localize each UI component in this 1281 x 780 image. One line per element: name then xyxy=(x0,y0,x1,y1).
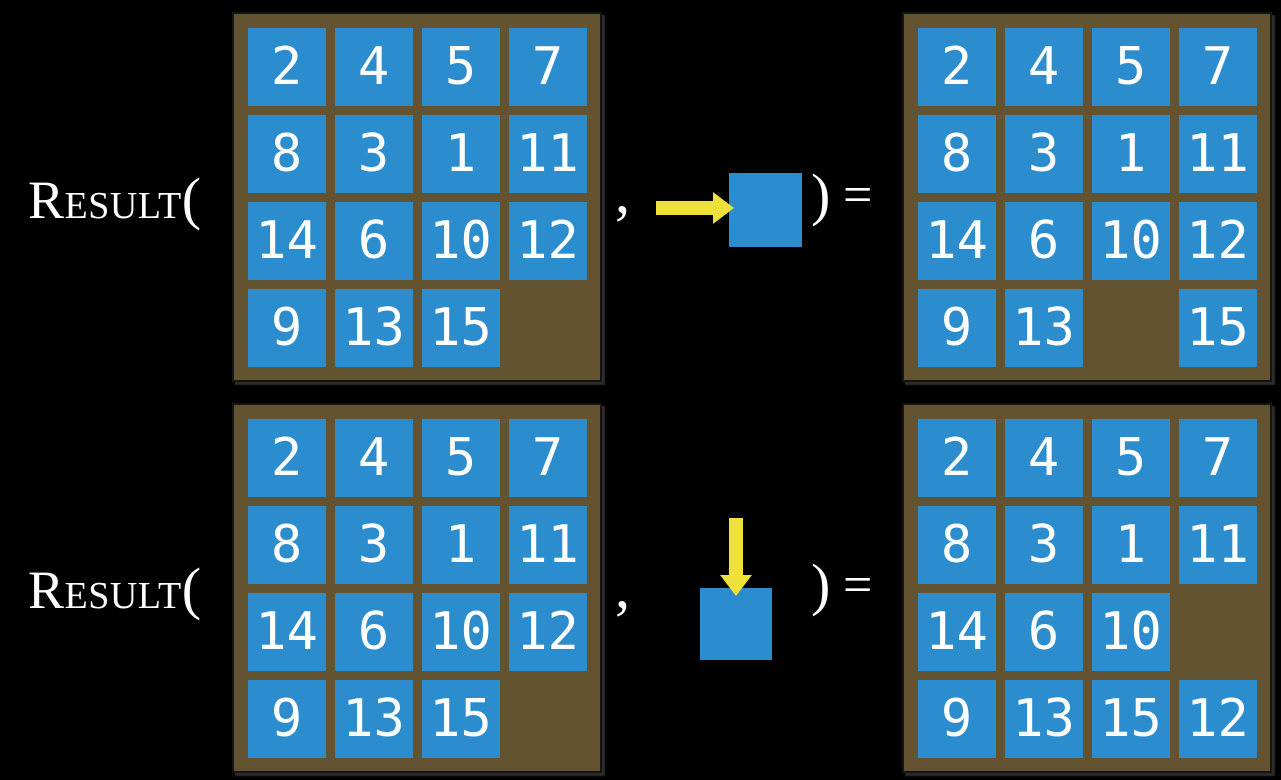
empty-cell xyxy=(509,289,587,367)
tile-14: 14 xyxy=(917,592,996,671)
action-tile xyxy=(700,588,772,660)
tile-15: 15 xyxy=(1178,288,1257,367)
tile-15: 15 xyxy=(421,288,500,367)
comma-separator: , xyxy=(615,159,630,225)
tile-3: 3 xyxy=(334,114,413,193)
comma-separator: , xyxy=(615,554,630,620)
result-function-label: Result( xyxy=(28,560,201,618)
tile-10: 10 xyxy=(421,201,500,280)
tile-4: 4 xyxy=(334,27,413,106)
tile-7: 7 xyxy=(1178,418,1257,497)
tile-15: 15 xyxy=(421,679,500,758)
empty-cell xyxy=(1179,593,1257,671)
tile-7: 7 xyxy=(508,27,587,106)
tile-14: 14 xyxy=(247,201,326,280)
tile-6: 6 xyxy=(1004,201,1083,280)
tile-11: 11 xyxy=(1178,505,1257,584)
tile-4: 4 xyxy=(1004,418,1083,497)
tile-3: 3 xyxy=(1004,505,1083,584)
tile-6: 6 xyxy=(334,592,413,671)
tile-13: 13 xyxy=(1004,679,1083,758)
tile-15: 15 xyxy=(1091,679,1170,758)
empty-cell xyxy=(1092,289,1170,367)
tile-10: 10 xyxy=(1091,201,1170,280)
tile-1: 1 xyxy=(421,114,500,193)
tile-1: 1 xyxy=(1091,114,1170,193)
tile-12: 12 xyxy=(508,592,587,671)
tile-2: 2 xyxy=(247,418,326,497)
tile-5: 5 xyxy=(1091,27,1170,106)
tile-13: 13 xyxy=(1004,288,1083,367)
close-paren: ) xyxy=(811,552,831,617)
tile-12: 12 xyxy=(1178,679,1257,758)
tile-10: 10 xyxy=(421,592,500,671)
tile-9: 9 xyxy=(917,679,996,758)
arrow-down-icon xyxy=(720,518,752,596)
tile-8: 8 xyxy=(917,505,996,584)
tile-4: 4 xyxy=(1004,27,1083,106)
result-function-label: Result( xyxy=(28,170,201,228)
tile-3: 3 xyxy=(334,505,413,584)
tile-10: 10 xyxy=(1091,592,1170,671)
tile-11: 11 xyxy=(508,505,587,584)
tile-14: 14 xyxy=(917,201,996,280)
tile-2: 2 xyxy=(917,27,996,106)
tile-13: 13 xyxy=(334,288,413,367)
tile-1: 1 xyxy=(421,505,500,584)
open-paren: ( xyxy=(181,166,202,231)
equals-sign: = xyxy=(843,557,873,614)
tile-6: 6 xyxy=(334,201,413,280)
tile-9: 9 xyxy=(917,288,996,367)
tile-5: 5 xyxy=(1091,418,1170,497)
tile-12: 12 xyxy=(1178,201,1257,280)
tile-1: 1 xyxy=(1091,505,1170,584)
tile-2: 2 xyxy=(247,27,326,106)
tile-11: 11 xyxy=(508,114,587,193)
close-paren: ) xyxy=(811,162,831,227)
tile-7: 7 xyxy=(508,418,587,497)
tile-9: 9 xyxy=(247,679,326,758)
tile-14: 14 xyxy=(247,592,326,671)
tile-13: 13 xyxy=(334,679,413,758)
function-name: Result xyxy=(28,170,182,230)
equals-sign: = xyxy=(843,167,873,224)
tile-11: 11 xyxy=(1178,114,1257,193)
tile-6: 6 xyxy=(1004,592,1083,671)
tile-8: 8 xyxy=(247,505,326,584)
tile-5: 5 xyxy=(421,418,500,497)
tile-8: 8 xyxy=(917,114,996,193)
function-name: Result xyxy=(28,560,182,620)
tile-3: 3 xyxy=(1004,114,1083,193)
tile-4: 4 xyxy=(334,418,413,497)
tile-12: 12 xyxy=(508,201,587,280)
tile-8: 8 xyxy=(247,114,326,193)
empty-cell xyxy=(509,680,587,758)
open-paren: ( xyxy=(181,556,202,621)
action-tile xyxy=(729,173,802,247)
arrow-right-icon xyxy=(656,192,734,224)
tile-7: 7 xyxy=(1178,27,1257,106)
tile-9: 9 xyxy=(247,288,326,367)
tile-2: 2 xyxy=(917,418,996,497)
tile-5: 5 xyxy=(421,27,500,106)
